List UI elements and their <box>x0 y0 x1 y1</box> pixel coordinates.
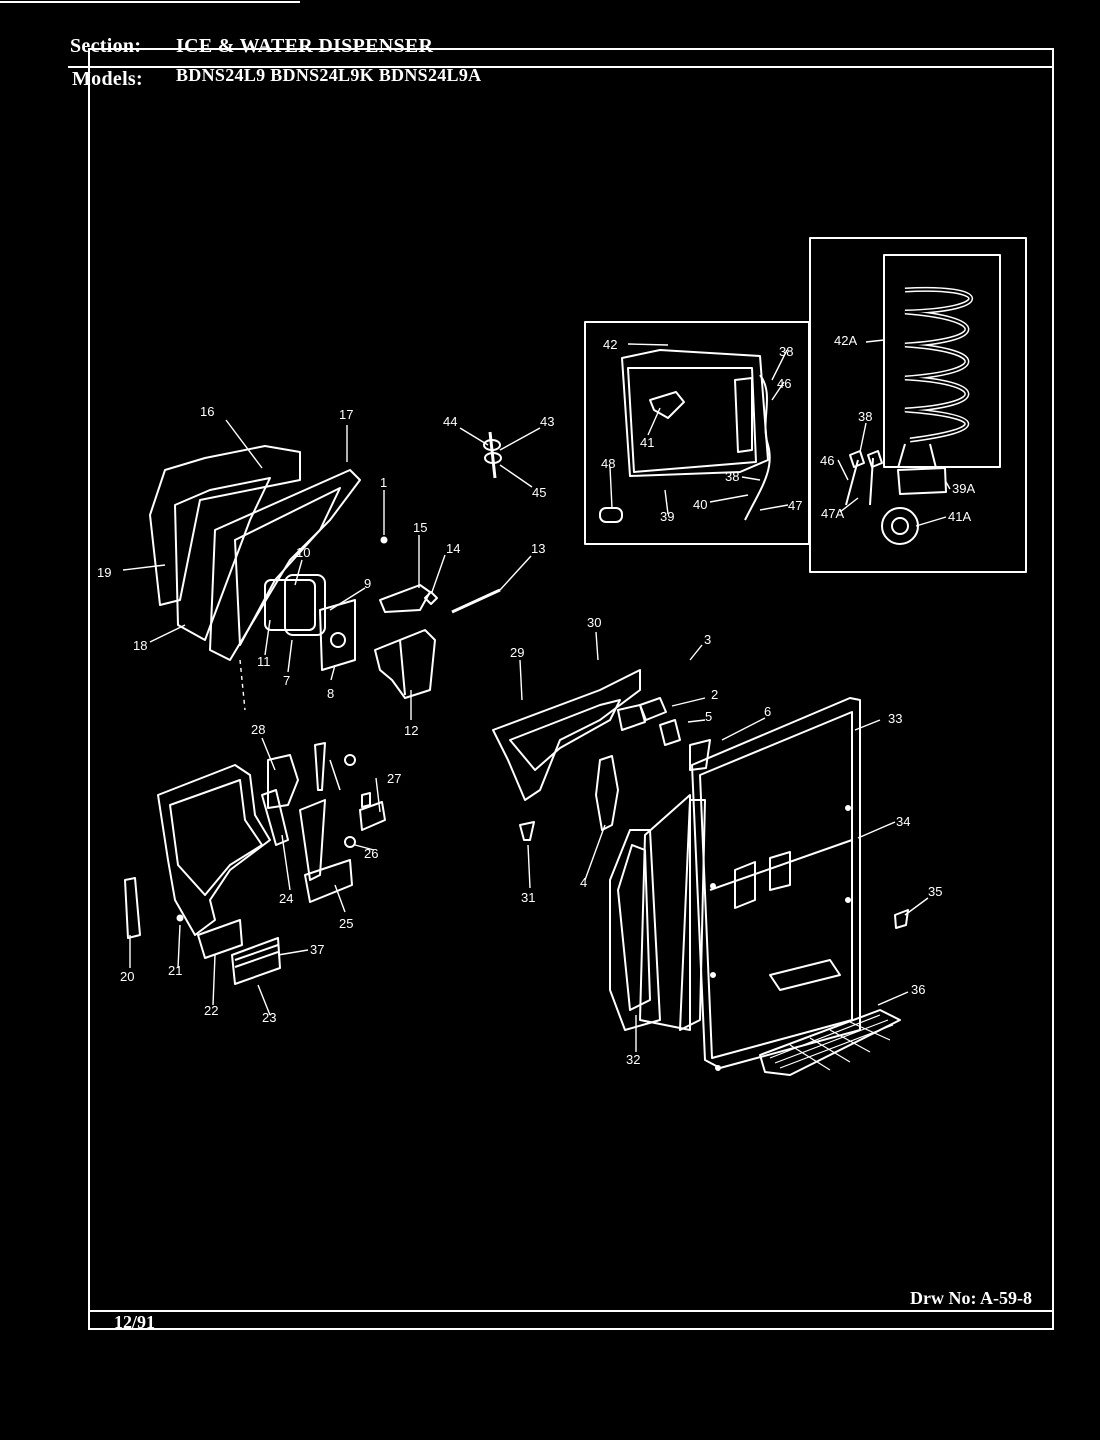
callout-41: 41 <box>640 435 654 450</box>
callout-22: 22 <box>204 1003 218 1018</box>
callout-8: 8 <box>327 686 334 701</box>
water-fitting <box>483 431 502 479</box>
callout-44: 44 <box>443 414 457 429</box>
callout-9: 9 <box>364 576 371 591</box>
callout-labels: 16 17 1 15 14 13 19 10 9 18 11 7 8 12 44… <box>97 333 975 1067</box>
callout-47: 47 <box>788 498 802 513</box>
callout-5: 5 <box>705 709 712 724</box>
callout-39: 39 <box>660 509 674 524</box>
callout-20: 20 <box>120 969 134 984</box>
dispenser-housing-assembly <box>492 669 909 1076</box>
callout-35: 35 <box>928 884 942 899</box>
callout-47A: 47A <box>821 506 844 521</box>
callout-38c: 38 <box>858 409 872 424</box>
callout-39A: 39A <box>952 481 975 496</box>
callout-21: 21 <box>168 963 182 978</box>
callout-17: 17 <box>339 407 353 422</box>
water-lever-assembly <box>261 742 386 903</box>
callout-36: 36 <box>911 982 925 997</box>
coil-inset-box <box>809 237 1027 573</box>
callout-38b: 38 <box>725 469 739 484</box>
footer-divider <box>88 1310 1054 1312</box>
callout-7: 7 <box>283 673 290 688</box>
callout-4: 4 <box>580 875 587 890</box>
callout-24: 24 <box>279 891 293 906</box>
callout-15: 15 <box>413 520 427 535</box>
callout-41A: 41A <box>948 509 971 524</box>
callout-23: 23 <box>262 1010 276 1025</box>
callout-19: 19 <box>97 565 111 580</box>
callout-31: 31 <box>521 890 535 905</box>
callout-42A: 42A <box>834 333 857 348</box>
section-title: ICE & WATER DISPENSER <box>176 35 434 57</box>
callout-37: 37 <box>310 942 324 957</box>
callout-48: 48 <box>601 456 615 471</box>
header-divider <box>68 66 1054 68</box>
callout-45: 45 <box>532 485 546 500</box>
ice-door-assembly <box>149 445 388 711</box>
callout-34: 34 <box>896 814 910 829</box>
drawing-number: Drw No: A-59-8 <box>910 1288 1032 1308</box>
callout-12: 12 <box>404 723 418 738</box>
callout-14: 14 <box>446 541 460 556</box>
heater-inset-box <box>584 321 810 545</box>
callout-32: 32 <box>626 1052 640 1067</box>
drawing-date: 12/91 <box>114 1312 156 1332</box>
callout-38a: 38 <box>779 344 793 359</box>
callout-28: 28 <box>251 722 265 737</box>
section-label: Section: <box>70 35 142 57</box>
callout-43: 43 <box>540 414 554 429</box>
callout-42: 42 <box>603 337 617 352</box>
callout-leaders <box>122 339 951 1052</box>
callout-30: 30 <box>587 615 601 630</box>
callout-3: 3 <box>704 632 711 647</box>
callout-10: 10 <box>296 545 310 560</box>
callout-40: 40 <box>693 497 707 512</box>
callout-25: 25 <box>339 916 353 931</box>
callout-46a: 46 <box>777 376 791 391</box>
callout-16: 16 <box>200 404 214 419</box>
callout-33: 33 <box>888 711 902 726</box>
callout-2: 2 <box>711 687 718 702</box>
callout-18: 18 <box>133 638 147 653</box>
callout-11: 11 <box>257 654 271 669</box>
callout-46b: 46 <box>820 453 834 468</box>
solenoid-bracket-assembly <box>374 584 501 699</box>
callout-26: 26 <box>364 846 378 861</box>
callout-6: 6 <box>764 704 771 719</box>
models-list: BDNS24L9 BDNS24L9K BDNS24L9A <box>176 65 482 85</box>
drawing-frame <box>88 48 1054 1330</box>
callout-29: 29 <box>510 645 524 660</box>
callout-1: 1 <box>380 475 387 490</box>
actuator-lever-assembly <box>124 764 281 985</box>
callout-13: 13 <box>531 541 545 556</box>
callout-27: 27 <box>387 771 401 786</box>
